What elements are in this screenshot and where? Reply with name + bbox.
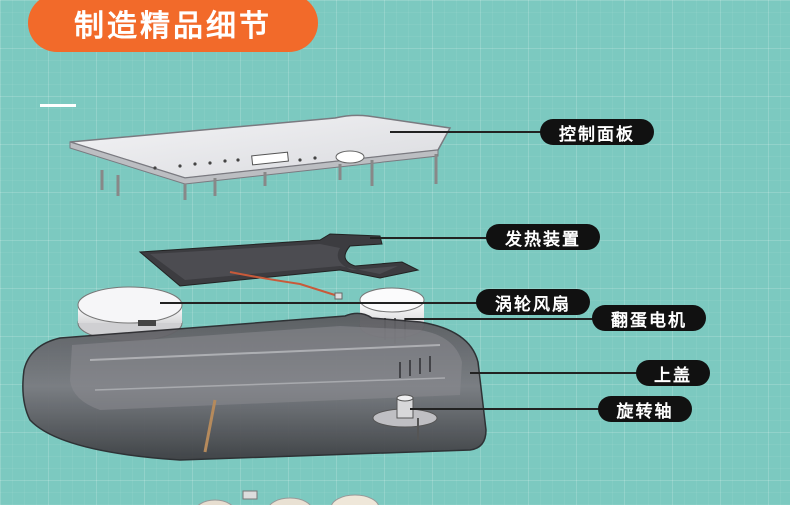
section-title-badge: 制造精品细节 — [28, 0, 318, 52]
callout-rotating-shaft-label: 旋转轴 — [616, 401, 674, 422]
control-panel-leader — [390, 131, 542, 133]
callout-top-cover-label: 上盖 — [654, 365, 692, 386]
control-panel-part — [69, 114, 452, 200]
callout-control-panel: 控制面板 — [540, 119, 654, 145]
egg-turning-motor-leader — [405, 318, 593, 320]
rotating-shaft-part — [372, 394, 438, 440]
callout-turbo-fan-label: 涡轮风扇 — [495, 294, 571, 315]
callout-heating-device-label: 发热装置 — [505, 229, 581, 250]
title-underline-divider — [40, 104, 76, 107]
section-title: 制造精品细节 — [74, 9, 272, 44]
callout-top-cover: 上盖 — [636, 360, 710, 386]
callout-control-panel-label: 控制面板 — [559, 124, 635, 145]
top-cover-leader — [470, 372, 640, 374]
callout-egg-turning-motor-label: 翻蛋电机 — [611, 310, 687, 331]
rotating-shaft-leader — [410, 408, 600, 410]
callout-heating-device: 发热装置 — [486, 224, 600, 250]
callout-rotating-shaft: 旋转轴 — [598, 396, 692, 422]
top-cover-part — [22, 312, 487, 461]
turbo-fan-leader — [160, 302, 478, 304]
heating-device-leader — [370, 237, 488, 239]
callout-egg-turning-motor: 翻蛋电机 — [592, 305, 706, 331]
callout-turbo-fan: 涡轮风扇 — [476, 289, 590, 315]
heating-device-part — [138, 233, 420, 300]
egg-row-partial — [198, 490, 379, 505]
